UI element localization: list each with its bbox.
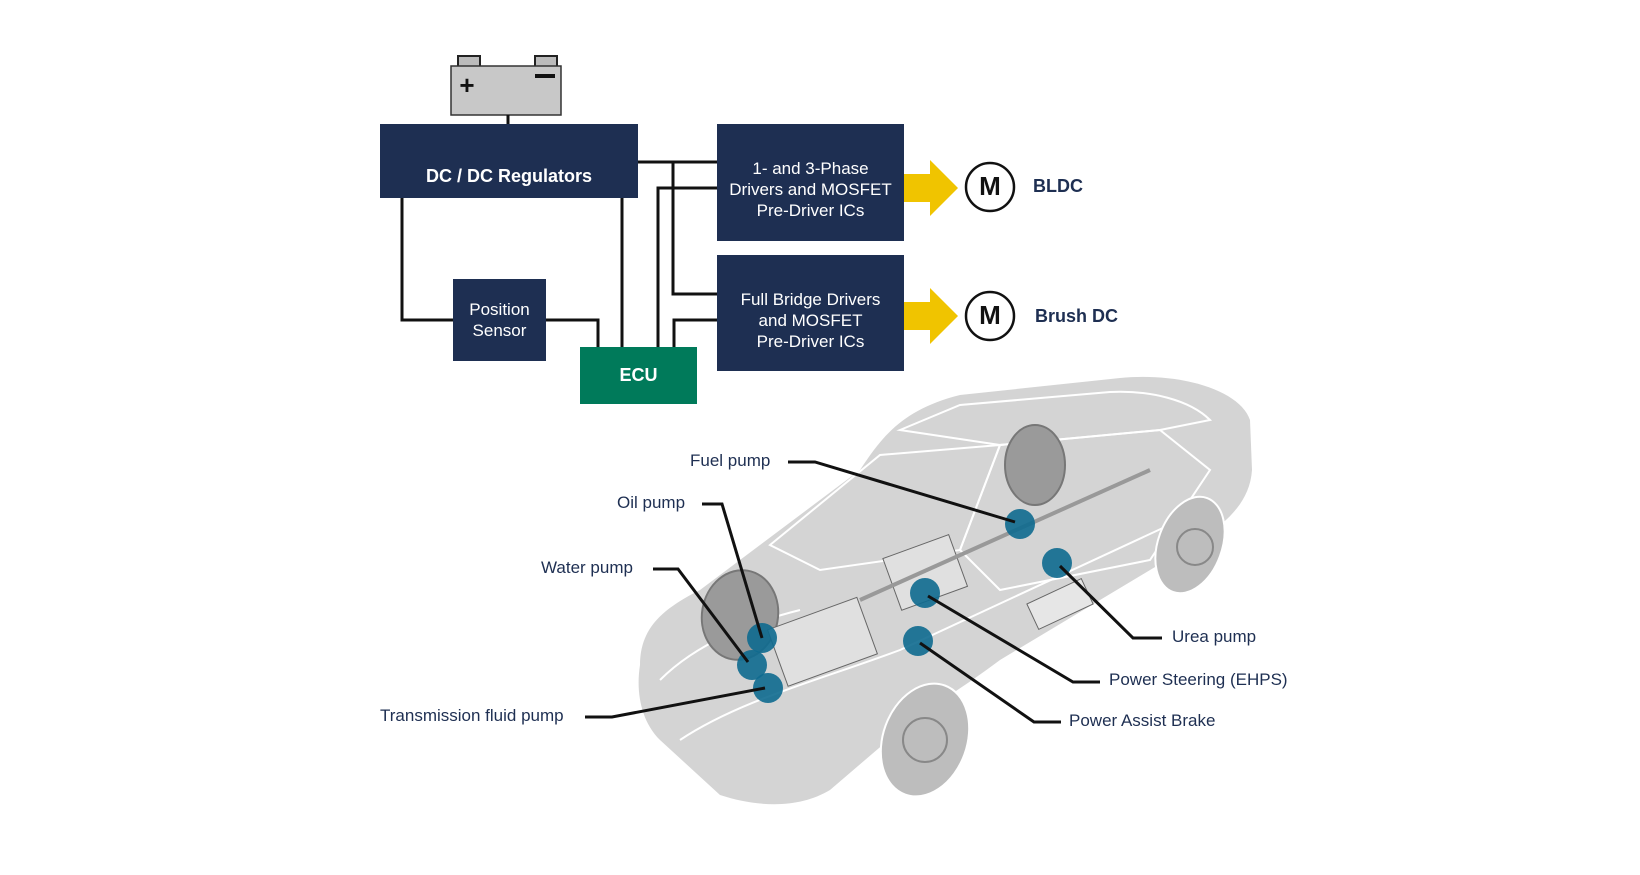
motor-symbol: M	[979, 171, 1001, 201]
arrow-to-bldc	[902, 160, 958, 216]
wiring	[400, 160, 717, 347]
callout-power-steering: Power Steering (EHPS)	[1109, 670, 1288, 689]
phase-drivers-block: 1- and 3-Phase Drivers and MOSFET Pre-Dr…	[717, 124, 904, 241]
car-illustration	[638, 376, 1252, 805]
motor-symbol: M	[979, 300, 1001, 330]
callout-urea-pump: Urea pump	[1172, 627, 1257, 646]
ecu-block: ECU	[580, 347, 697, 404]
callout-oil-pump: Oil pump	[617, 493, 686, 512]
ecu-label: ECU	[619, 365, 658, 385]
bldc-label: BLDC	[1033, 176, 1083, 196]
callout-transmission-fluid-pump: Transmission fluid pump	[380, 706, 564, 725]
brush-dc-label: Brush DC	[1035, 306, 1119, 326]
callout-leaders	[585, 460, 1162, 724]
battery-icon: +	[450, 55, 562, 124]
power-assist-brake-marker	[903, 626, 933, 656]
motor-brush-dc-icon: M	[964, 290, 1016, 342]
phase-drivers-label: 1- and 3-Phase Drivers and MOSFET Pre-Dr…	[729, 159, 892, 220]
motor-bldc-icon: M	[964, 161, 1016, 213]
callout-water-pump: Water pump	[541, 558, 633, 577]
wheel	[1154, 495, 1226, 595]
wheel	[1004, 424, 1066, 506]
position-sensor-label: Position Sensor	[469, 300, 530, 340]
dcdc-regulators-label: DC / DC Regulators	[425, 165, 593, 186]
dcdc-regulators-block: DC / DC Regulators	[380, 124, 638, 198]
callout-power-assist-brake: Power Assist Brake	[1069, 711, 1216, 730]
bridge-drivers-block: Full Bridge Drivers and MOSFET Pre-Drive…	[717, 255, 904, 371]
fuel-pump-marker	[1005, 509, 1035, 539]
bridge-drivers-label: Full Bridge Drivers and MOSFET Pre-Drive…	[740, 289, 881, 351]
battery-positive-symbol: +	[459, 70, 474, 100]
transmission-fluid-pump-marker	[753, 673, 783, 703]
arrow-to-brush-dc	[902, 288, 958, 344]
wheel	[879, 682, 971, 798]
callout-fuel-pump: Fuel pump	[690, 451, 771, 470]
power-steering-marker	[910, 578, 940, 608]
position-sensor-block: Position Sensor	[453, 279, 546, 361]
